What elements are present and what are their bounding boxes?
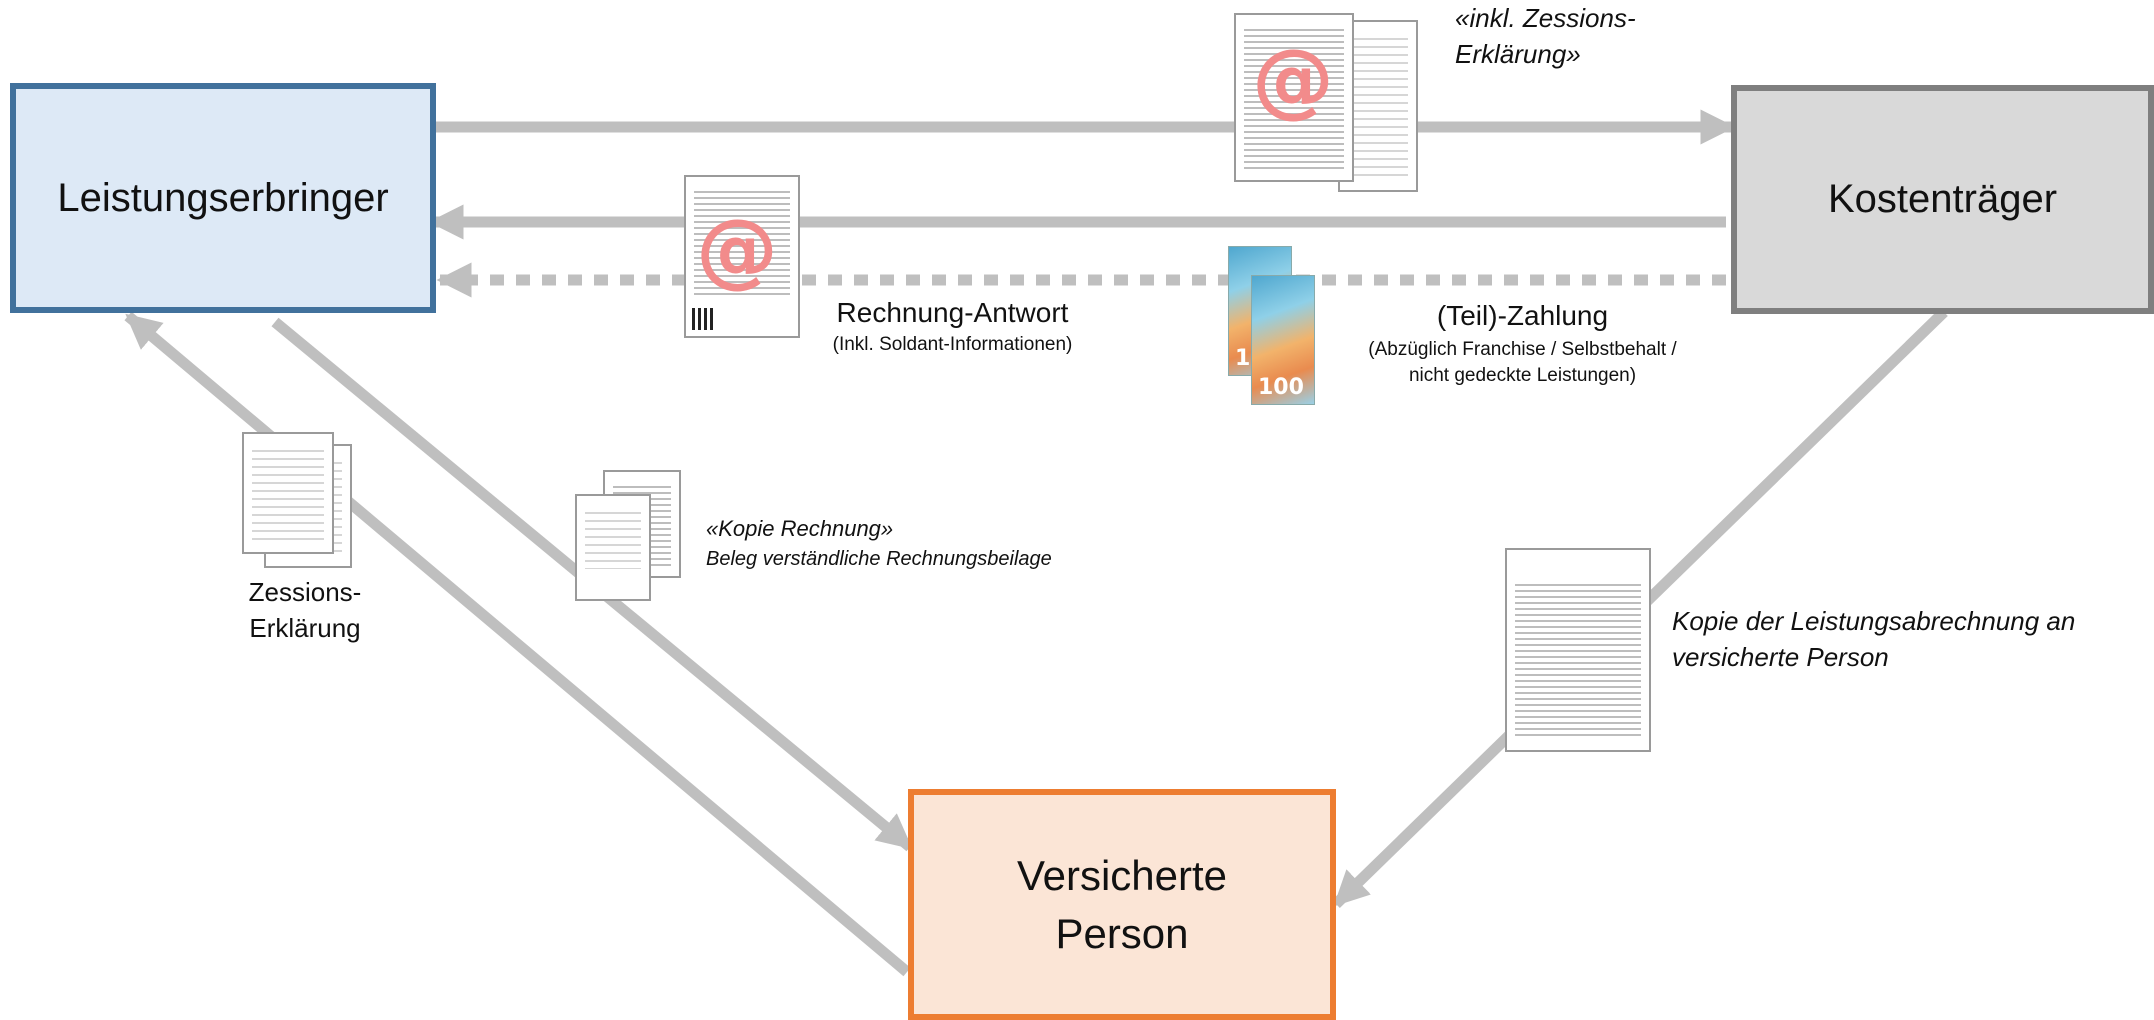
qr-code-icon	[692, 308, 714, 330]
leistungsabrechnung-document-icon	[1505, 548, 1651, 752]
label-zession-top: «inkl. Zessions- Erklärung»	[1455, 3, 1636, 69]
rechnung-antwort-document-icon	[684, 175, 800, 338]
label-kopie-rechnung-sub: Beleg verständliche Rechnungsbeilage	[706, 548, 1052, 570]
node-versicherte-person-label: Versicherte Person	[1016, 851, 1228, 957]
label-teilzahlung-sub: (Abzüglich Franchise / Selbstbehalt / ni…	[1368, 339, 1677, 386]
banknote-icon-2: 100	[1251, 275, 1315, 405]
label-rechnung-antwort-title: Rechnung-Antwort	[836, 297, 1069, 328]
email-icon-2: @	[696, 202, 778, 297]
label-kopie-leistungsabrechnung: Kopie der Leistungsabrechnung an versich…	[1672, 606, 2076, 672]
arrow-zession-to-leistungserbringer	[124, 311, 911, 977]
node-leistungserbringer: Leistungserbringer	[10, 83, 436, 313]
label-kopie-rechnung-title: «Kopie Rechnung»	[706, 516, 894, 541]
kopie-rechnung-document-icon	[575, 494, 651, 601]
label-zession-left: Zessions- Erklärung	[248, 577, 362, 643]
invoice-document-icon	[1234, 13, 1354, 182]
node-versicherte-person: Versicherte Person	[908, 789, 1336, 1020]
node-kostentraeger: Kostenträger	[1731, 85, 2154, 314]
node-leistungserbringer-label: Leistungserbringer	[57, 175, 389, 220]
label-teilzahlung-title: (Teil)-Zahlung	[1436, 300, 1609, 331]
node-kostentraeger-label: Kostenträger	[1827, 177, 2058, 221]
label-rechnung-antwort-sub: (Inkl. Soldant-Informationen)	[832, 334, 1073, 355]
email-icon: @	[1252, 32, 1334, 127]
zession-document-icon	[242, 432, 334, 554]
